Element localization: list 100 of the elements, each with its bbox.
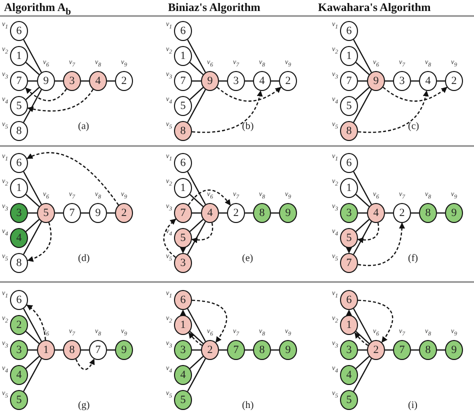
dashed-arrow [358, 90, 428, 133]
vertex-circle: 2 [279, 71, 297, 91]
vertex-circle: 9 [445, 340, 463, 360]
dashed-arrow [358, 222, 405, 266]
dashed-arrow [27, 222, 52, 262]
vertex-circle: 1 [340, 178, 358, 198]
vertex-circle: 9 [115, 340, 133, 360]
vertex-circle: 6 [340, 153, 358, 173]
vertex-circle: 6 [10, 153, 28, 173]
vertex-circle: 5 [340, 390, 358, 410]
vertex-circle: 2 [445, 71, 463, 91]
vertex-circle: 4 [174, 365, 192, 385]
edge-line [353, 171, 372, 205]
panel-caption: (i) [408, 400, 418, 411]
edge-line [23, 89, 42, 123]
edge-line [26, 86, 40, 100]
panel-caption: (g) [78, 400, 90, 411]
vertex-circle: 2 [115, 71, 133, 91]
vertex-circle: 8 [419, 340, 437, 360]
edge-line [356, 194, 370, 208]
dashed-arrow [191, 222, 214, 243]
vertex-circle: 2 [115, 203, 133, 223]
panel-caption: (h) [242, 400, 254, 411]
vertex-circle: 4 [10, 228, 28, 248]
edge-line [26, 194, 40, 208]
edge-line [187, 171, 206, 205]
vertex-circle: 8 [63, 340, 81, 360]
vertex-circle: 6 [174, 290, 192, 310]
dashed-arrow [163, 218, 176, 258]
vertex-circle: 4 [340, 365, 358, 385]
vertex-circle: 9 [445, 203, 463, 223]
dashed-arrow [216, 86, 282, 102]
edge-line [187, 89, 206, 123]
edge-line [26, 356, 40, 370]
edge-line [353, 308, 372, 342]
vertex-circle: 8 [253, 203, 271, 223]
edge-line [353, 221, 372, 255]
dashed-arrow [26, 152, 119, 206]
edge-line [23, 39, 42, 73]
vertex-circle: 5 [174, 96, 192, 116]
vertex-circle: 2 [393, 203, 411, 223]
vertex-circle: 5 [10, 96, 28, 116]
dashed-arrow [75, 358, 95, 370]
vertex-circle: 2 [10, 315, 28, 335]
vertex-circle: 7 [89, 340, 107, 360]
dashed-arrow [357, 222, 380, 243]
vertex-circle: 1 [10, 178, 28, 198]
vertex-circle: 8 [10, 121, 28, 141]
vertex-circle: 7 [340, 253, 358, 273]
edge-line [26, 330, 40, 344]
vertex-circle: 2 [367, 340, 385, 360]
dashed-arrow [192, 90, 262, 133]
column-heading: Kawahara's Algorithm [318, 2, 431, 14]
vertex-circle: 6 [174, 153, 192, 173]
dashed-arrow [346, 248, 352, 254]
dashed-arrow [180, 310, 186, 316]
vertex-circle: 7 [340, 71, 358, 91]
vertex-circle: 5 [174, 228, 192, 248]
vertex-circle: 4 [10, 365, 28, 385]
dashed-arrow [27, 88, 94, 112]
panel-caption: (e) [242, 253, 254, 264]
vertex-circle: 9 [37, 71, 55, 91]
edge-line [356, 356, 370, 370]
vertex-circle: 8 [10, 253, 28, 273]
vertex-circle: 1 [174, 178, 192, 198]
vertex-circle: 8 [340, 121, 358, 141]
vertex-circle: 6 [10, 21, 28, 41]
vertex-circle: 8 [253, 340, 271, 360]
dashed-arrow [180, 248, 186, 254]
vertex-circle: 9 [201, 71, 219, 91]
dashed-arrow [188, 189, 231, 206]
vertex-circle: 9 [367, 71, 385, 91]
panel-caption: (d) [78, 253, 90, 264]
vertex-circle: 5 [340, 228, 358, 248]
vertex-circle: 3 [63, 71, 81, 91]
vertex-circle: 8 [174, 121, 192, 141]
panel-caption: (f) [408, 253, 418, 264]
vertex-circle: 3 [10, 340, 28, 360]
dashed-arrow [25, 87, 67, 102]
vertex-circle: 6 [340, 21, 358, 41]
edge-line [26, 62, 40, 76]
edge-line [23, 308, 42, 342]
edge-line [190, 356, 204, 370]
vertex-circle: 3 [393, 71, 411, 91]
vertex-circle: 7 [174, 71, 192, 91]
edge-line [356, 62, 370, 76]
vertex-circle: 5 [340, 96, 358, 116]
edge-line [356, 218, 370, 232]
vertex-circle: 7 [227, 340, 245, 360]
edge-line [187, 221, 206, 255]
vertex-circle: 4 [367, 203, 385, 223]
column-heading: Algorithm A$_{b}$ [4, 2, 71, 18]
dashed-arrow [358, 300, 394, 343]
edge-line [190, 62, 204, 76]
edge-line [190, 194, 204, 208]
vertex-circle: 1 [174, 315, 192, 335]
dashed-arrow [382, 86, 448, 102]
vertex-circle: 4 [253, 71, 271, 91]
edge-line [23, 171, 42, 205]
vertex-circle: 6 [340, 290, 358, 310]
